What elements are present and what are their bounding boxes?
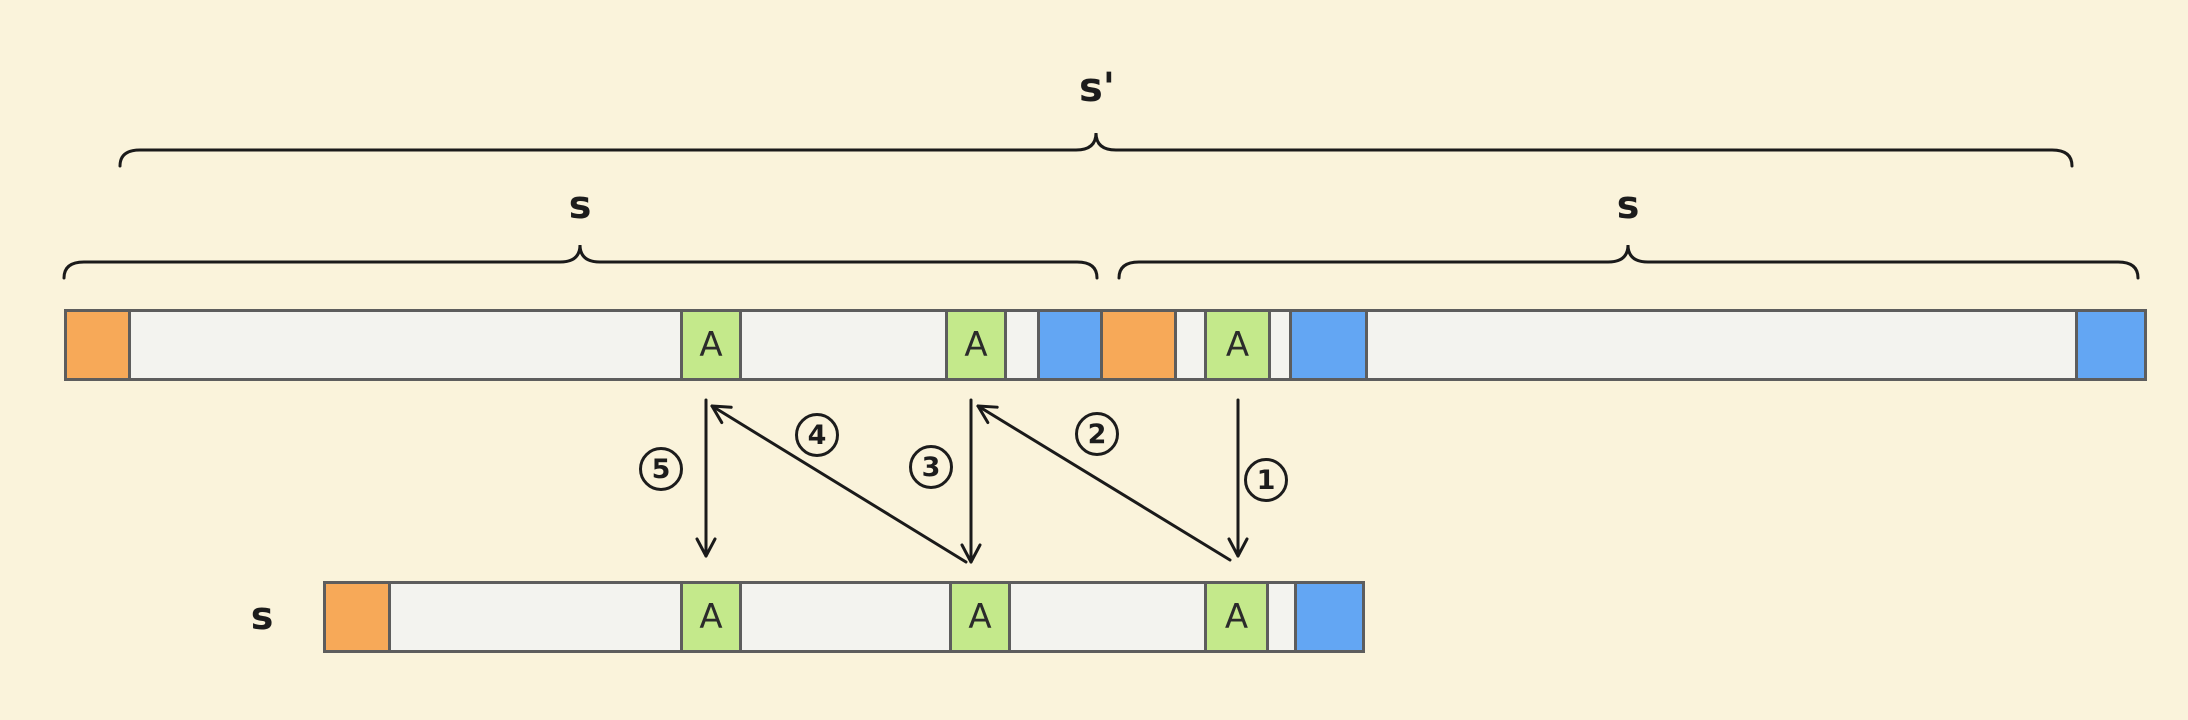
- bar-segment-a: A: [680, 584, 739, 650]
- step-badge-4: 4: [795, 413, 839, 457]
- bar-segment-blue: [1289, 312, 1365, 378]
- bar-segment-gray: [1174, 312, 1204, 378]
- step-badge-3: 3: [909, 445, 953, 489]
- bar-segment-blue: [2075, 312, 2144, 378]
- bar-segment-a: A: [1204, 312, 1268, 378]
- bar-segment-gray: [1004, 312, 1037, 378]
- bar-segment-blue: [1294, 584, 1362, 650]
- bar-segment-a: A: [949, 584, 1008, 650]
- step-badge-2: 2: [1075, 412, 1119, 456]
- label-s-prime: s': [1078, 65, 1116, 111]
- label-s-bottom: s: [250, 594, 274, 638]
- bar-segment-gray: [1266, 584, 1294, 650]
- bar-segment-gray: [739, 312, 945, 378]
- brace-s-right: [1117, 244, 2140, 280]
- bar-segment-a: A: [1204, 584, 1266, 650]
- step-badge-1: 1: [1244, 458, 1288, 502]
- label-s-left: s: [568, 183, 592, 227]
- bar-segment-orange: [67, 312, 128, 378]
- bar-segment-gray: [739, 584, 949, 650]
- label-s-right: s: [1616, 183, 1640, 227]
- bar-segment-gray: [1008, 584, 1204, 650]
- bar-segment-gray: [388, 584, 680, 650]
- brace-s-prime: [118, 132, 2074, 168]
- bar-segment-gray: [128, 312, 680, 378]
- bar-segment-a: A: [680, 312, 739, 378]
- bar-segment-a: A: [945, 312, 1004, 378]
- bar-segment-orange: [326, 584, 388, 650]
- bar-segment-gray: [1268, 312, 1289, 378]
- brace-s-left: [62, 244, 1099, 280]
- bar-segment-blue: [1037, 312, 1100, 378]
- bar-segment-orange: [1100, 312, 1174, 378]
- bar-segment-gray: [1365, 312, 2075, 378]
- step-badge-5: 5: [639, 447, 683, 491]
